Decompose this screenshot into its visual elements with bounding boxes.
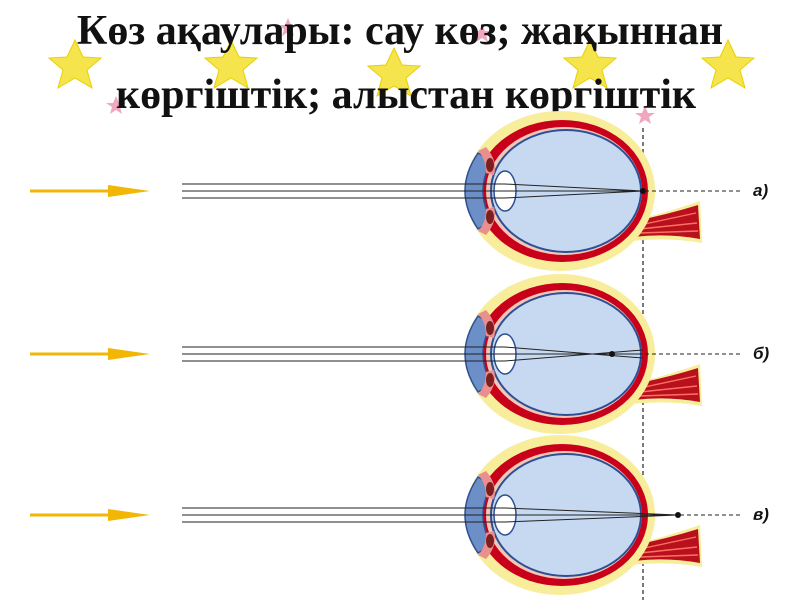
decorative-stars [47,18,756,124]
star-icon [366,46,422,98]
title-line-1: Көз ақаулары: сау көз; жақыннан [76,8,724,54]
label-a: а) [753,181,769,200]
refracted-ray [504,183,644,192]
refracted-ray [504,346,644,359]
star-icon [203,38,259,90]
small-star-icon [635,106,655,124]
title-line-2: көргіштік; алыстан көргіштік [115,72,697,118]
small-star-icon [278,18,298,36]
focus-point [640,188,646,194]
focus-point [609,351,615,357]
focus-point [675,512,681,518]
diagram-myopia [30,273,740,435]
refracted-ray [504,190,644,199]
light-arrow-head-icon [108,185,150,197]
light-arrow-head-icon [108,348,150,360]
light-arrow-head-icon [108,509,150,521]
refracted-ray [504,349,644,362]
diagram-normal-eye [30,110,740,272]
label-b: б) [753,344,770,363]
label-v: в) [753,505,769,524]
refracted-ray [504,507,679,516]
diagram-hyperopia [30,434,740,596]
star-icon [562,38,618,90]
small-star-icon [472,24,492,42]
small-star-icon [106,96,126,114]
star-icon [47,38,103,90]
star-icon [700,38,756,90]
refracted-ray [504,514,679,523]
title-decoration [47,18,756,124]
